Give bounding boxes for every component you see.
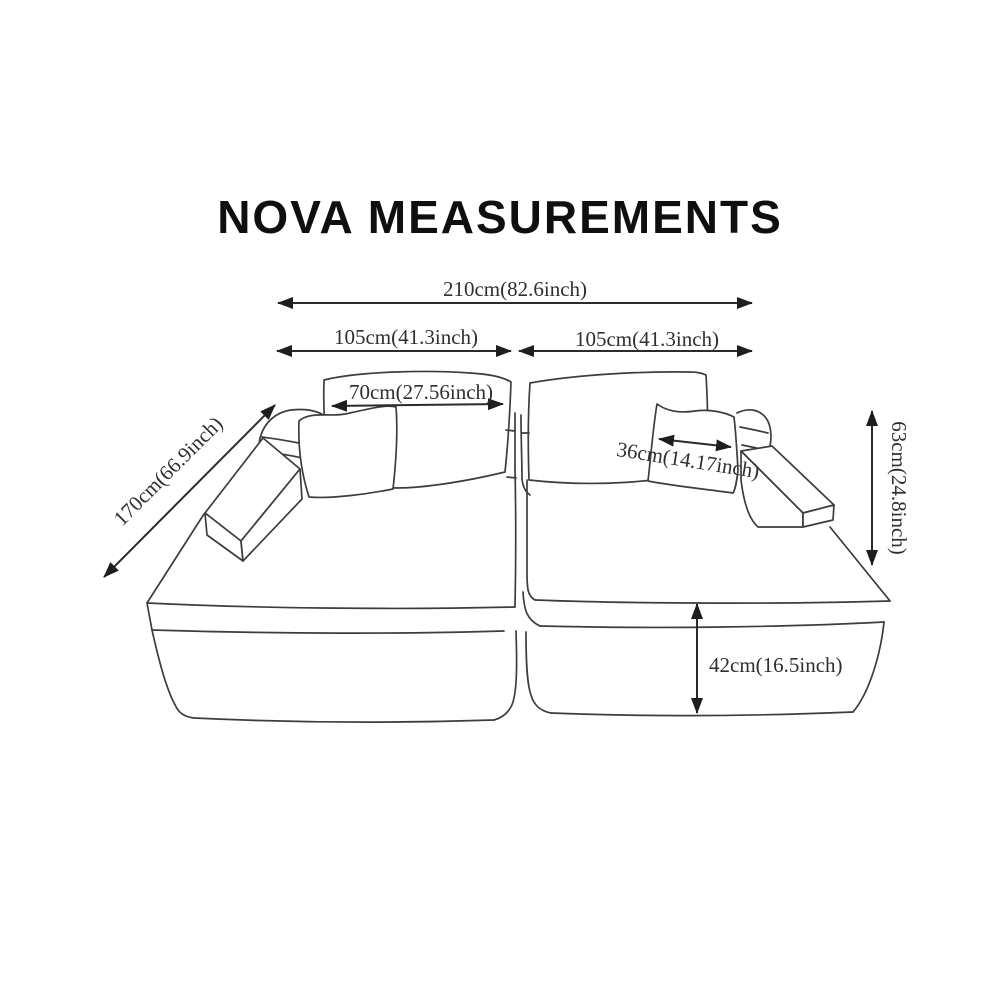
dim-depth-arrow xyxy=(103,404,276,578)
seam-back-post-right xyxy=(520,414,523,480)
dim-seat-height: 42cm(16.5inch) xyxy=(691,603,843,714)
dim-right-module-width-label: 105cm(41.3inch) xyxy=(575,327,719,351)
dim-back-cushion-width: 70cm(27.56inch) xyxy=(331,380,504,412)
dim-back-cushion-width-label: 70cm(27.56inch) xyxy=(349,380,493,404)
dim-back-height-label: 63cm(24.8inch) xyxy=(887,421,911,555)
right-armrest-back-hump xyxy=(736,408,772,447)
seam-back-post-right-corner xyxy=(521,478,531,496)
dim-left-module-width-label: 105cm(41.3inch) xyxy=(334,325,478,349)
dim-seat-height-label: 42cm(16.5inch) xyxy=(709,653,843,677)
dim-total-width: 210cm(82.6inch) xyxy=(277,277,753,309)
right-armrest-side-face xyxy=(740,450,804,528)
right-seat-seam-edge xyxy=(526,479,536,601)
dim-back-height: 63cm(24.8inch) xyxy=(866,410,911,566)
right-seat-depth-edge xyxy=(829,526,891,602)
left-base-bottom-edge xyxy=(193,717,495,723)
right-back-band-line-1 xyxy=(739,426,769,434)
dim-total-width-label: 210cm(82.6inch) xyxy=(443,277,587,301)
left-seat-front-edge xyxy=(146,602,516,610)
left-base-left-edge xyxy=(151,629,195,719)
seam-tick-upper xyxy=(505,429,516,432)
right-base-right-edge xyxy=(852,621,885,713)
left-throw-pillow xyxy=(297,405,398,499)
dim-back-cushion-width-arrow xyxy=(331,398,504,412)
left-cushion-band-left-edge xyxy=(146,602,153,631)
right-armrest-front-face xyxy=(802,504,835,528)
right-base-seam-edge xyxy=(525,631,552,714)
right-cushion-band-line xyxy=(539,621,885,629)
right-seat-front-edge xyxy=(534,599,891,604)
left-seat-seam-edge xyxy=(514,467,517,608)
dim-left-module-width: 105cm(41.3inch) xyxy=(276,325,512,357)
right-base-bottom-edge xyxy=(550,711,854,717)
page-title: NOVA MEASUREMENTS xyxy=(217,191,783,243)
left-cushion-band-line xyxy=(151,629,505,634)
dim-pillow-width-arrow xyxy=(658,434,732,452)
right-cushion-band-corner xyxy=(522,591,541,627)
left-seat-depth-edge xyxy=(146,513,205,604)
left-base-seam-edge xyxy=(493,630,518,721)
dim-right-module-width: 105cm(41.3inch) xyxy=(518,327,753,357)
